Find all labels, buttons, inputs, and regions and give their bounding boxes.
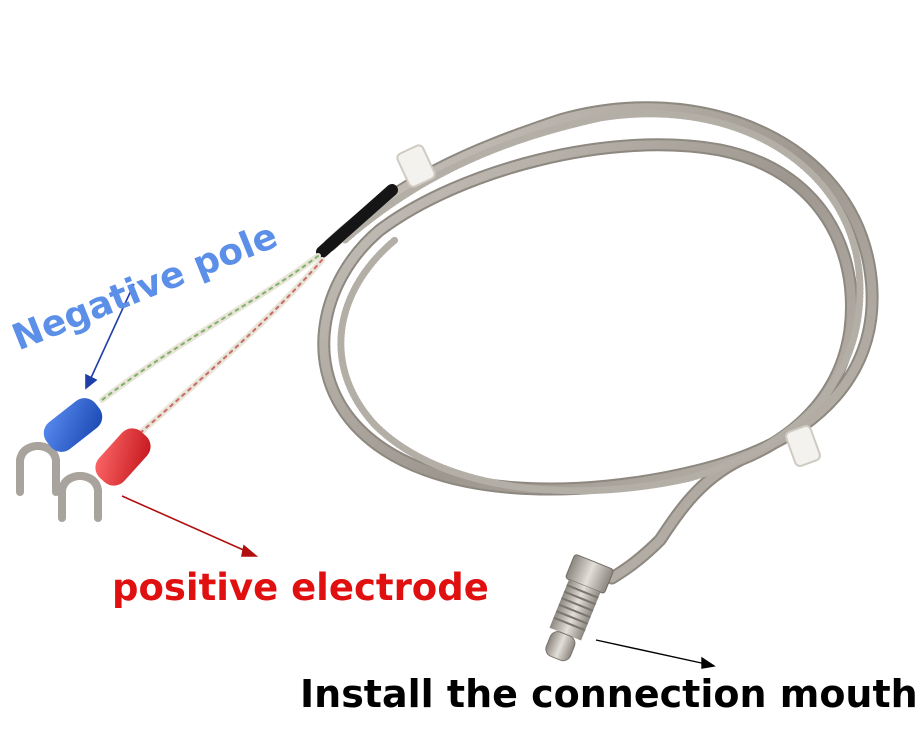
- threaded-probe-fitting: [545, 554, 614, 662]
- install-arrow: [595, 639, 716, 669]
- cable-tie-top: [396, 144, 436, 188]
- positive-arrow: [121, 495, 259, 557]
- lead-wires: [99, 253, 325, 445]
- positive-electrode-label: positive electrode: [112, 566, 489, 609]
- cable-tie-right: [785, 425, 821, 467]
- heat-shrink-sleeve: [316, 184, 398, 258]
- install-connection-mouth-label: Install the connection mouth: [300, 672, 918, 716]
- negative-arrow: [85, 283, 135, 390]
- positive-fork-terminal: [58, 428, 151, 522]
- braided-cable: [317, 101, 879, 585]
- negative-fork-terminal: [16, 398, 103, 496]
